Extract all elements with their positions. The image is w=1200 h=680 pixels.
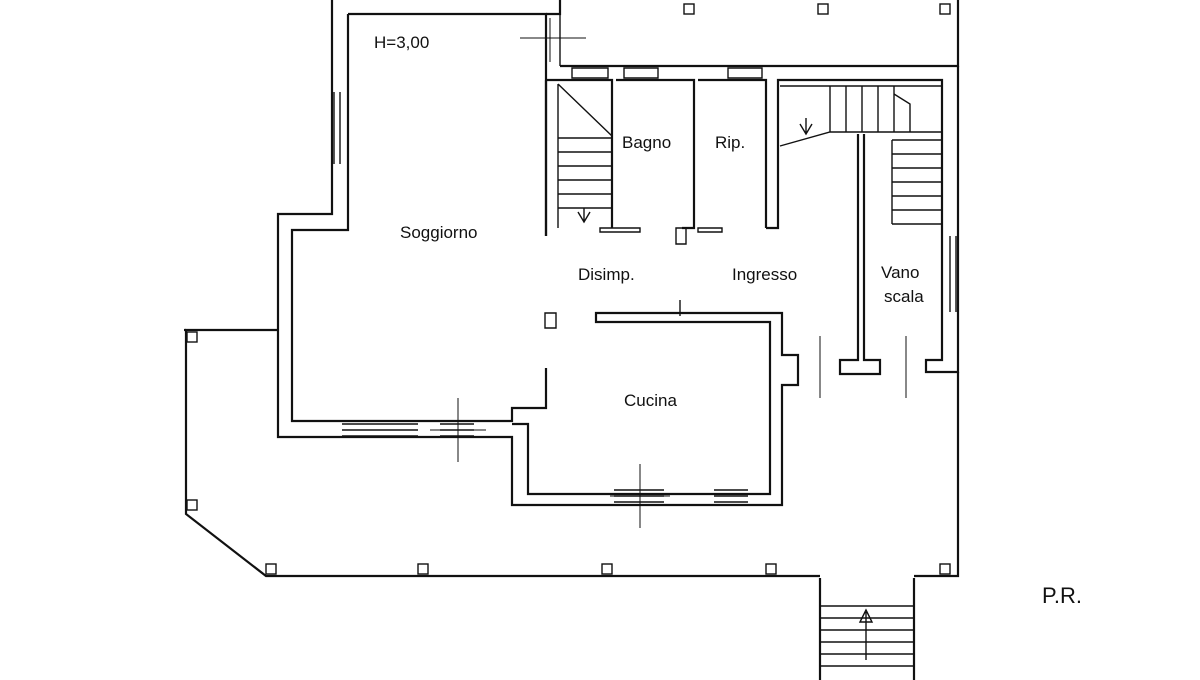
room-label-disimpegno: Disimp. <box>578 265 635 284</box>
room-label-ingresso: Ingresso <box>732 265 797 284</box>
outer-walls <box>276 0 960 507</box>
stair-left <box>557 83 613 228</box>
room-label-cucina: Cucina <box>624 391 677 410</box>
room-label-scala: scala <box>884 287 924 306</box>
terrace <box>184 3 960 578</box>
stair-right <box>779 85 942 225</box>
height-note: H=3,00 <box>374 33 429 52</box>
entry-doors <box>819 336 907 398</box>
room-label-bagno: Bagno <box>622 133 671 152</box>
entrance-steps <box>818 578 916 680</box>
windows <box>333 67 957 503</box>
cross-marks <box>430 18 670 528</box>
room-label-ripostiglio: Rip. <box>715 133 745 152</box>
room-label-soggiorno: Soggiorno <box>400 223 478 242</box>
labels: H=3,00 Soggiorno Bagno Rip. Disimp. Ingr… <box>374 33 1082 608</box>
room-label-vano: Vano <box>881 263 919 282</box>
floor-label: P.R. <box>1042 583 1082 608</box>
